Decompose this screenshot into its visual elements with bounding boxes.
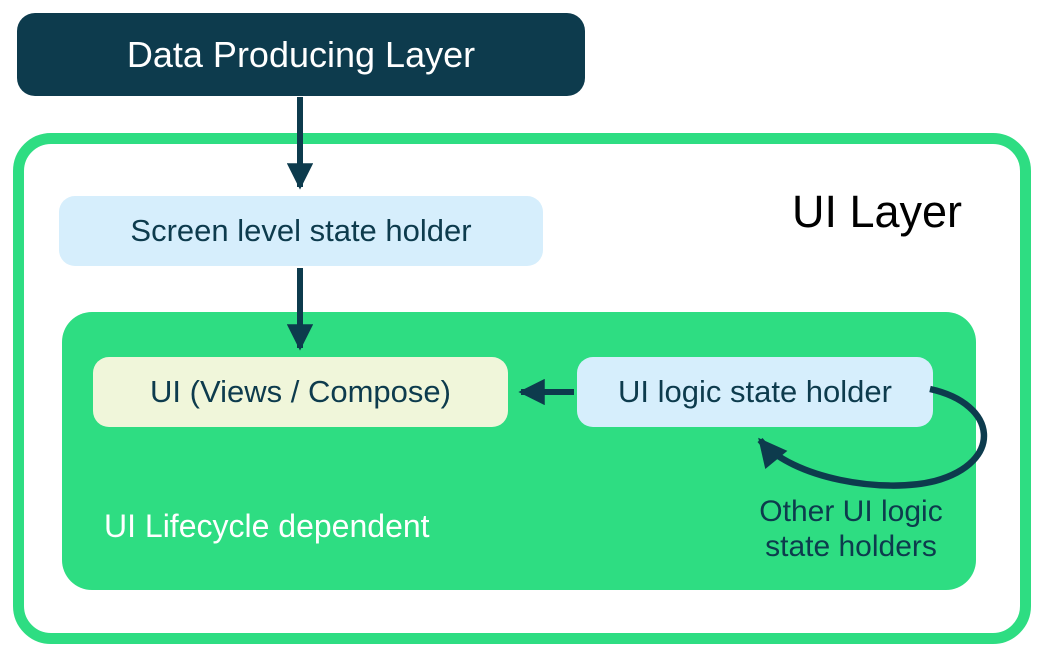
ui-layer-title: UI Layer: [791, 186, 963, 237]
ui-logic-state-holder-label: UI logic state holder: [618, 374, 892, 409]
ui-lifecycle-dependent-label: UI Lifecycle dependent: [104, 508, 430, 544]
other-ui-logic-note-line1: Other UI logic: [759, 495, 943, 528]
ui-views-compose-label: UI (Views / Compose): [150, 374, 451, 409]
data-producing-layer-label: Data Producing Layer: [126, 33, 476, 75]
other-ui-logic-note-line2: state holders: [765, 530, 937, 563]
screen-level-state-holder-box: Screen level state holder: [59, 196, 543, 266]
ui-logic-state-holder-box: UI logic state holder: [577, 357, 933, 427]
screen-level-state-holder-label: Screen level state holder: [130, 213, 472, 248]
ui-views-compose-box: UI (Views / Compose): [93, 357, 508, 427]
other-ui-logic-note: Other UI logic state holders: [726, 494, 976, 564]
data-producing-layer-box: Data Producing Layer: [17, 13, 585, 96]
